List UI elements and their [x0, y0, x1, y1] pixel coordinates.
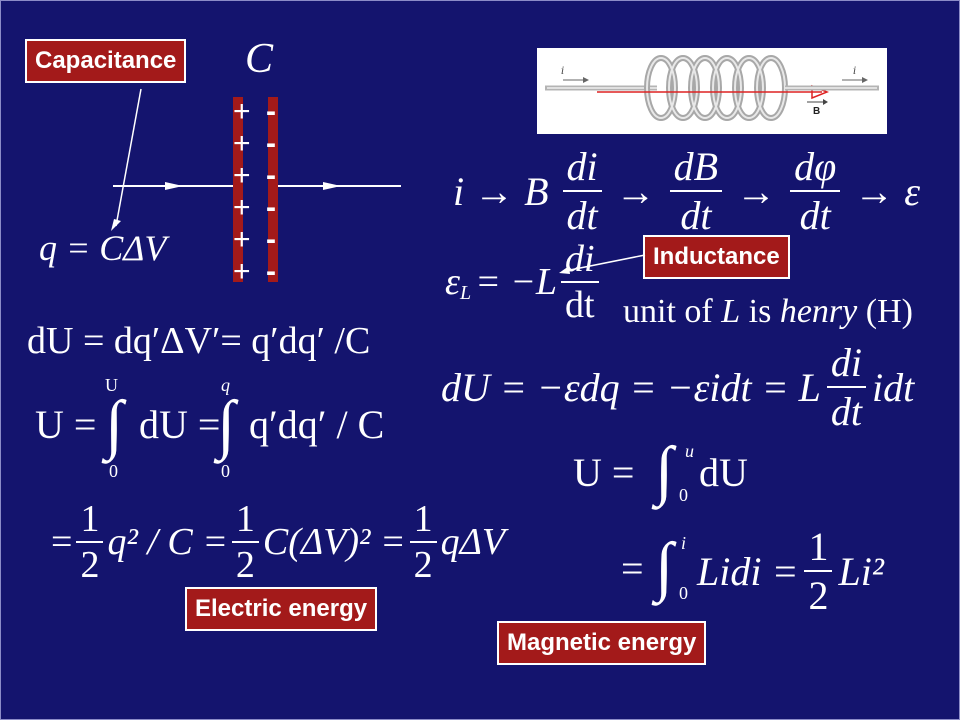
minus-sign: -: [266, 191, 276, 224]
eq3-term1: q² / C =: [107, 521, 228, 563]
capacitance-relation: q = CΔV: [39, 228, 167, 268]
coil-image: i i B: [537, 48, 887, 134]
eq3-equals: =: [51, 521, 73, 563]
magnetic-energy-eq3-lhs: =: [621, 546, 644, 591]
dB-dt-fraction: dB dt: [669, 143, 723, 239]
integral2-lower: 0: [221, 461, 230, 481]
plus-sign: +: [233, 127, 251, 160]
minus-sign: -: [266, 255, 276, 288]
emf-subscript: L: [459, 281, 472, 304]
minus-charges: - - - - - -: [266, 96, 282, 288]
unit-symbol: (H): [865, 293, 913, 330]
integral2-sign: ∫: [217, 388, 236, 461]
plus-sign: +: [233, 159, 251, 192]
chain-arrow: →: [615, 168, 656, 214]
integral1-sign: ∫: [105, 388, 124, 461]
coil-current-right: i: [853, 66, 857, 77]
electric-energy-eq1: dU = dq′ΔV′= q′dq′ /C: [27, 320, 371, 362]
unit-prefix: unit of: [623, 293, 713, 330]
magnetic-energy-eq3-body: Lidi = 1 2 Li²: [697, 523, 884, 619]
half-fraction: 1 2: [409, 497, 437, 587]
integral3-upper: u: [685, 441, 694, 461]
capacitor-diagram: [111, 88, 401, 282]
plus-sign: +: [233, 95, 251, 128]
emf-rhs: = −L: [475, 261, 558, 303]
emf-di-dt-fraction: di dt: [561, 237, 599, 327]
emf-symbol: ε: [445, 261, 460, 303]
half-fraction: 1 2: [231, 497, 259, 587]
plus-sign: +: [233, 255, 251, 288]
chain-arrow: →: [736, 168, 777, 214]
di-dt-fraction: di dt: [562, 143, 602, 239]
plus-charges: + + + + + +: [233, 96, 255, 288]
magnetic-eq3-tail: Li²: [838, 548, 884, 594]
half-fraction: 1 2: [76, 497, 104, 587]
self-emf-equation: ε L = −L di dt: [445, 237, 599, 327]
electric-energy-eq3: = 1 2 q² / C = 1 2 C(ΔV)² = 1 2 qΔV: [51, 497, 505, 587]
magnetic-energy-eq2-lhs: U =: [573, 450, 635, 495]
chain-start: i → B: [453, 168, 549, 214]
minus-sign: -: [266, 159, 276, 192]
integral4-lower: 0: [679, 583, 688, 603]
integral4-upper: i: [681, 533, 687, 553]
minus-sign: -: [266, 223, 276, 256]
magnetic-eq3-term: Lidi =: [697, 548, 799, 594]
inductance-arrow: [559, 254, 646, 274]
magnetic-eq1-body: dU = −εdq = −εidt = L: [441, 364, 821, 410]
magnetic-half-fraction: 1 2: [804, 523, 833, 619]
coil-field-label: B: [813, 106, 821, 117]
magnetic-energy-eq1: dU = −εdq = −εidt = L di dt idt: [441, 339, 914, 435]
magnetic-energy-eq2-body: dU: [699, 450, 748, 495]
integral4-sign: ∫: [655, 530, 674, 603]
solenoid-drawing: [545, 55, 879, 121]
inductance-label: Inductance: [643, 235, 790, 279]
capacitance-label: Capacitance: [25, 39, 187, 83]
electric-energy-eq2-rhs: q′dq′ / C: [249, 402, 385, 447]
plus-sign: +: [233, 223, 251, 256]
capacitance-symbol: C: [245, 36, 274, 82]
dphi-dt-fraction: dφ dt: [790, 143, 841, 239]
coil-current-left: i: [561, 66, 565, 77]
electric-energy-eq2-mid: dU =: [139, 402, 221, 447]
integral3-sign: ∫: [655, 434, 674, 507]
unit-variable: L: [721, 293, 741, 330]
unit-line: unit of L is henry (H): [623, 293, 913, 331]
electric-energy-eq2-lhs: U =: [35, 402, 97, 447]
magnetic-eq1-tail: idt: [871, 364, 915, 410]
integral1-upper: U: [105, 375, 118, 395]
integral3-lower: 0: [679, 485, 688, 505]
chain-end: → ε: [854, 168, 921, 214]
magnetic-energy-label: Magnetic energy: [497, 621, 707, 665]
unit-name: henry: [779, 293, 858, 330]
integral1-lower: 0: [109, 461, 118, 481]
magnetic-di-dt-fraction: di dt: [826, 339, 866, 435]
minus-sign: -: [266, 127, 276, 160]
induction-chain: i → B di dt → dB dt → dφ dt → ε: [453, 143, 920, 239]
electric-energy-label: Electric energy: [185, 587, 378, 631]
eq3-term3: qΔV: [440, 521, 506, 563]
minus-sign: -: [266, 95, 276, 128]
unit-is: is: [748, 293, 772, 330]
integral2-upper: q: [221, 375, 230, 395]
plus-sign: +: [233, 191, 251, 224]
eq3-term2: C(ΔV)² =: [262, 521, 406, 563]
